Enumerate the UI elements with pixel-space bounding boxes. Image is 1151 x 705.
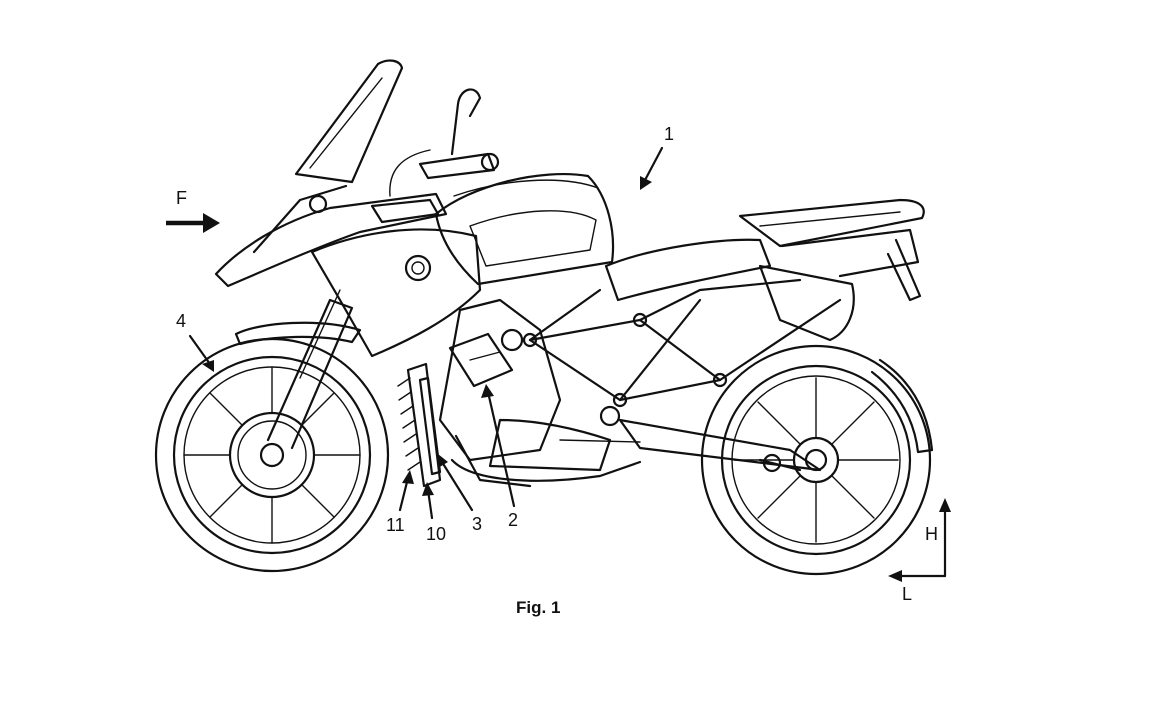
rear-side-panel [758,264,855,342]
tail-rack [780,228,922,302]
ref-numeral-10: 10 [426,524,446,544]
handlebar [389,88,500,197]
fuel-tank [434,172,615,286]
engine [438,298,641,472]
front-wheel [154,337,390,573]
skid-plate [454,434,532,488]
forward-arrow-icon [166,213,220,233]
swingarm [618,418,822,473]
ref-numeral-4: 4 [176,311,186,331]
ref-numeral-11: 11 [386,515,405,535]
figure-caption: Fig. 1 [516,598,560,617]
ref-numeral-3: 3 [472,514,482,534]
direction-label-f: F [176,188,187,208]
exhaust-pipe [450,458,642,482]
frame [522,278,842,408]
front-fork [266,289,354,450]
axis-label-l: L [902,584,912,604]
side-shroud [310,228,482,358]
ref-numeral-1: 1 [664,124,674,144]
radiator-assembly [397,362,442,488]
radiator-core [406,362,442,488]
ref-numeral-2: 2 [508,510,518,530]
seat [604,198,925,302]
axis-indicator-icon [888,498,951,582]
rear-wheel [700,344,932,576]
front-fairing [214,184,448,288]
windscreen [294,59,404,184]
brand-logo-icon [404,254,432,282]
rear-fender [870,358,934,454]
front-fender [234,321,362,346]
axis-label-h: H [925,524,938,544]
leader-lines [188,146,664,520]
cooling-fins [397,377,421,471]
